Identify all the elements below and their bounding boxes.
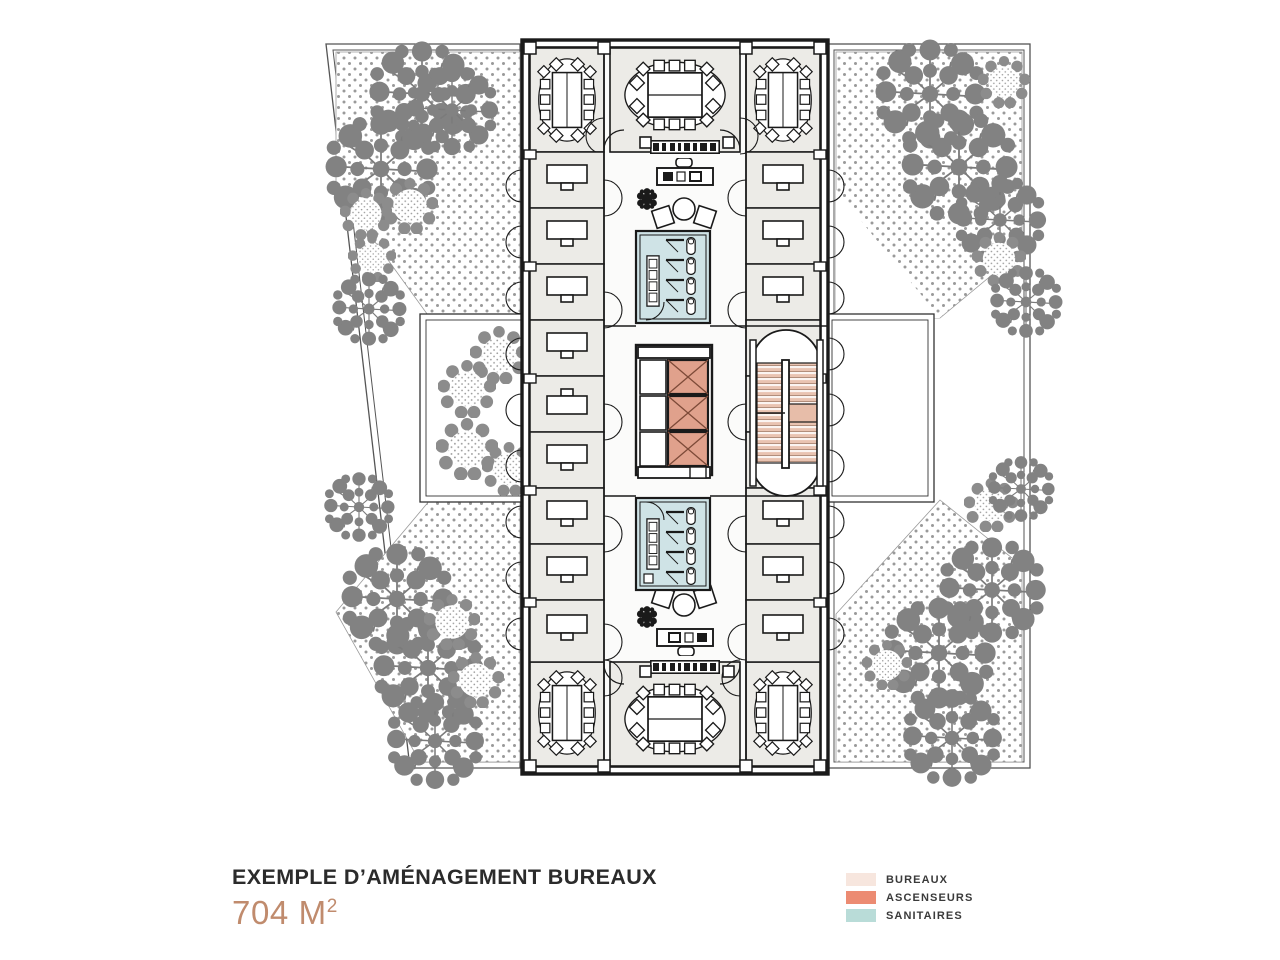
surface-area-value: 704 M bbox=[232, 893, 327, 931]
legend-item-sanitaires: SANITAIRES bbox=[846, 908, 973, 923]
corridor-walls bbox=[603, 48, 828, 766]
structural-columns bbox=[523, 41, 827, 773]
floor-plan-drawing bbox=[323, 38, 1064, 790]
page-title: EXEMPLE D’AMÉNAGEMENT BUREAUX bbox=[232, 865, 657, 889]
conference-table bbox=[624, 683, 726, 755]
stall-doors-south bbox=[665, 511, 679, 585]
lounge-north bbox=[636, 136, 735, 230]
legend-label-bureaux: BUREAUX bbox=[886, 873, 949, 886]
elevator-cab-3[interactable] bbox=[666, 430, 710, 468]
planter-icon bbox=[636, 606, 658, 628]
meeting-rooms-south bbox=[529, 659, 821, 767]
legend-swatch-ascenseurs bbox=[846, 891, 876, 904]
office-desks-west bbox=[546, 164, 588, 641]
elevator-cab-1[interactable] bbox=[666, 358, 710, 396]
legend-item-ascenseurs: ASCENSEURS bbox=[846, 890, 973, 905]
facade-windows-east bbox=[827, 169, 845, 651]
sink-run bbox=[646, 255, 660, 307]
legend-label-ascenseurs: ASCENSEURS bbox=[886, 891, 974, 904]
lounge-south bbox=[636, 584, 735, 678]
stall-partitions-north bbox=[666, 238, 684, 302]
surface-area: 704 M2 bbox=[232, 894, 702, 932]
sink-run bbox=[646, 518, 660, 570]
planter-icon bbox=[636, 188, 658, 210]
elevator-bank[interactable] bbox=[634, 343, 714, 479]
conference-table bbox=[624, 59, 726, 131]
credenza bbox=[650, 660, 720, 674]
courtyard-east-inner bbox=[831, 319, 929, 497]
site-context bbox=[323, 38, 1064, 790]
facade-windows-west bbox=[505, 169, 523, 651]
conference-table bbox=[753, 56, 813, 144]
landscape-ne-bevel bbox=[836, 190, 940, 318]
conference-table bbox=[537, 669, 597, 757]
legend-item-bureaux: BUREAUX bbox=[846, 872, 973, 887]
restroom-north[interactable] bbox=[634, 229, 712, 325]
legend-swatch-bureaux bbox=[846, 873, 876, 886]
restroom-door-south bbox=[645, 501, 665, 521]
legend-label-sanitaires: SANITAIRES bbox=[886, 909, 963, 922]
surface-area-exponent: 2 bbox=[326, 895, 338, 917]
meeting-rooms-north bbox=[529, 47, 821, 155]
legend-swatch-sanitaires bbox=[846, 909, 876, 922]
credenza bbox=[650, 140, 720, 154]
restroom-door-north bbox=[645, 301, 665, 321]
elevator-cab-2[interactable] bbox=[666, 394, 710, 432]
conference-table bbox=[753, 669, 813, 757]
stair-core[interactable] bbox=[749, 329, 824, 497]
restroom-south[interactable] bbox=[634, 496, 712, 592]
plan-legend: BUREAUX ASCENSEURS SANITAIRES bbox=[846, 872, 973, 923]
wall-pilasters-west bbox=[523, 149, 537, 608]
plan-caption: EXEMPLE D’AMÉNAGEMENT BUREAUX 704 M2 bbox=[232, 865, 702, 932]
stall-partitions-south bbox=[666, 510, 684, 574]
elevator-cabs bbox=[666, 358, 710, 468]
stall-doors-north bbox=[665, 239, 679, 313]
